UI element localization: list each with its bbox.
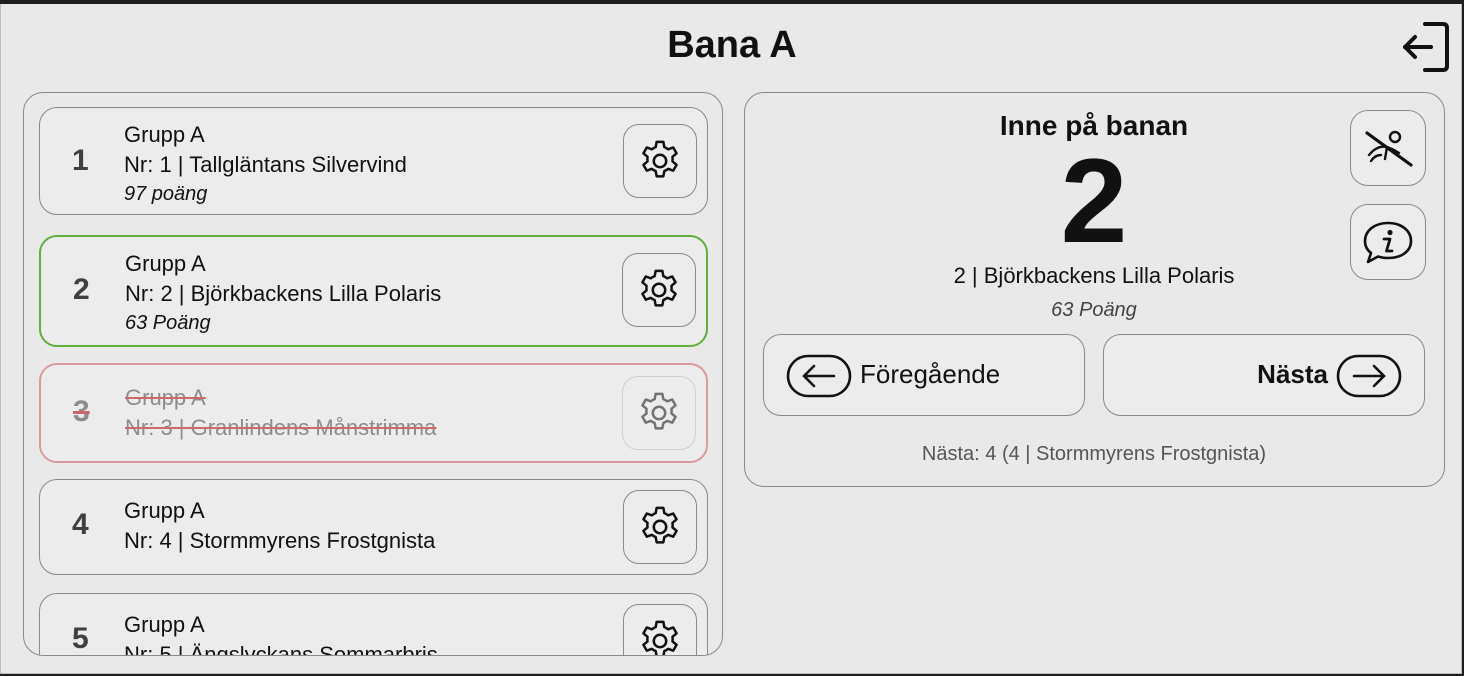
gear-icon	[642, 620, 678, 655]
item-details: Grupp A Nr: 1 | Tallgläntans Silvervind …	[124, 120, 407, 208]
logout-icon	[1403, 22, 1449, 72]
item-group: Grupp A	[125, 251, 206, 276]
settings-button[interactable]	[623, 604, 697, 655]
next-label: Nästa	[1257, 359, 1328, 389]
next-button[interactable]: Nästa	[1103, 334, 1425, 416]
previous-label: Föregående	[860, 359, 1001, 389]
settings-button[interactable]	[622, 253, 696, 327]
gear-icon	[642, 140, 678, 178]
info-bubble-icon	[1363, 221, 1413, 264]
item-group: Grupp A	[124, 498, 205, 523]
arrow-left-circle-icon	[786, 354, 852, 398]
item-number: 4	[72, 508, 89, 541]
previous-button[interactable]: Föregående	[763, 334, 1085, 416]
item-entry: Nr: 4 | Stormmyrens Frostgnista	[124, 528, 436, 553]
item-number: 5	[72, 622, 89, 655]
item-details: Grupp A Nr: 5 | Ängslyckans Sommarbris	[124, 610, 438, 656]
item-entry: Nr: 2 | Björkbackens Lilla Polaris	[125, 281, 442, 306]
queue-item[interactable]: 5 Grupp A Nr: 5 | Ängslyckans Sommarbris	[39, 593, 708, 656]
item-points: 63 Poäng	[125, 312, 211, 334]
item-points: 97 poäng	[124, 183, 208, 205]
settings-button[interactable]	[622, 376, 696, 450]
item-group: Grupp A	[125, 385, 206, 410]
item-details: Grupp A Nr: 2 | Björkbackens Lilla Polar…	[125, 249, 441, 337]
queue-item-removed[interactable]: 3 Grupp A Nr: 3 | Granlindens Månstrimma	[39, 363, 708, 463]
queue-list[interactable]: 1 Grupp A Nr: 1 | Tallgläntans Silvervin…	[24, 93, 722, 655]
gear-icon	[641, 392, 677, 430]
next-up-text: Nästa: 4 (4 | Stormmyrens Frostgnista)	[921, 443, 1267, 465]
item-entry: Nr: 3 | Granlindens Månstrimma	[125, 415, 437, 440]
current-points: 63 Poäng	[1051, 299, 1137, 321]
current-number: 2	[1060, 134, 1128, 268]
app-window: Bana A 1 Grupp A Nr: 1 | Tallgläntans Si…	[0, 4, 1462, 674]
settings-button[interactable]	[623, 490, 697, 564]
item-group: Grupp A	[124, 612, 205, 637]
item-entry: Nr: 5 | Ängslyckans Sommarbris	[124, 642, 438, 656]
current-name: 2 | Björkbackens Lilla Polaris	[953, 263, 1235, 288]
no-handler-button[interactable]	[1350, 110, 1426, 186]
queue-item[interactable]: 1 Grupp A Nr: 1 | Tallgläntans Silvervin…	[39, 107, 708, 215]
person-crossed-icon	[1365, 130, 1413, 167]
status-heading: Inne på banan	[999, 110, 1189, 141]
info-button[interactable]	[1350, 204, 1426, 280]
item-number: 3	[73, 395, 90, 428]
page-title: Bana A	[667, 24, 797, 66]
current-participant-panel: Inne på banan 2 2 | Björkbackens Lilla P…	[744, 92, 1445, 487]
item-details: Grupp A Nr: 3 | Granlindens Månstrimma	[125, 383, 436, 443]
item-number: 1	[72, 144, 89, 177]
item-number: 2	[73, 273, 90, 306]
item-entry: Nr: 1 | Tallgläntans Silvervind	[124, 152, 407, 177]
queue-panel: 1 Grupp A Nr: 1 | Tallgläntans Silvervin…	[23, 92, 723, 656]
arrow-right-circle-icon	[1336, 354, 1402, 398]
gear-icon	[642, 506, 678, 544]
queue-item[interactable]: 4 Grupp A Nr: 4 | Stormmyrens Frostgnist…	[39, 479, 708, 575]
queue-item-active[interactable]: 2 Grupp A Nr: 2 | Björkbackens Lilla Pol…	[39, 235, 708, 347]
item-details: Grupp A Nr: 4 | Stormmyrens Frostgnista	[124, 496, 435, 556]
logout-button[interactable]	[1399, 18, 1451, 76]
gear-icon	[641, 269, 677, 307]
settings-button[interactable]	[623, 124, 697, 198]
item-group: Grupp A	[124, 122, 205, 147]
